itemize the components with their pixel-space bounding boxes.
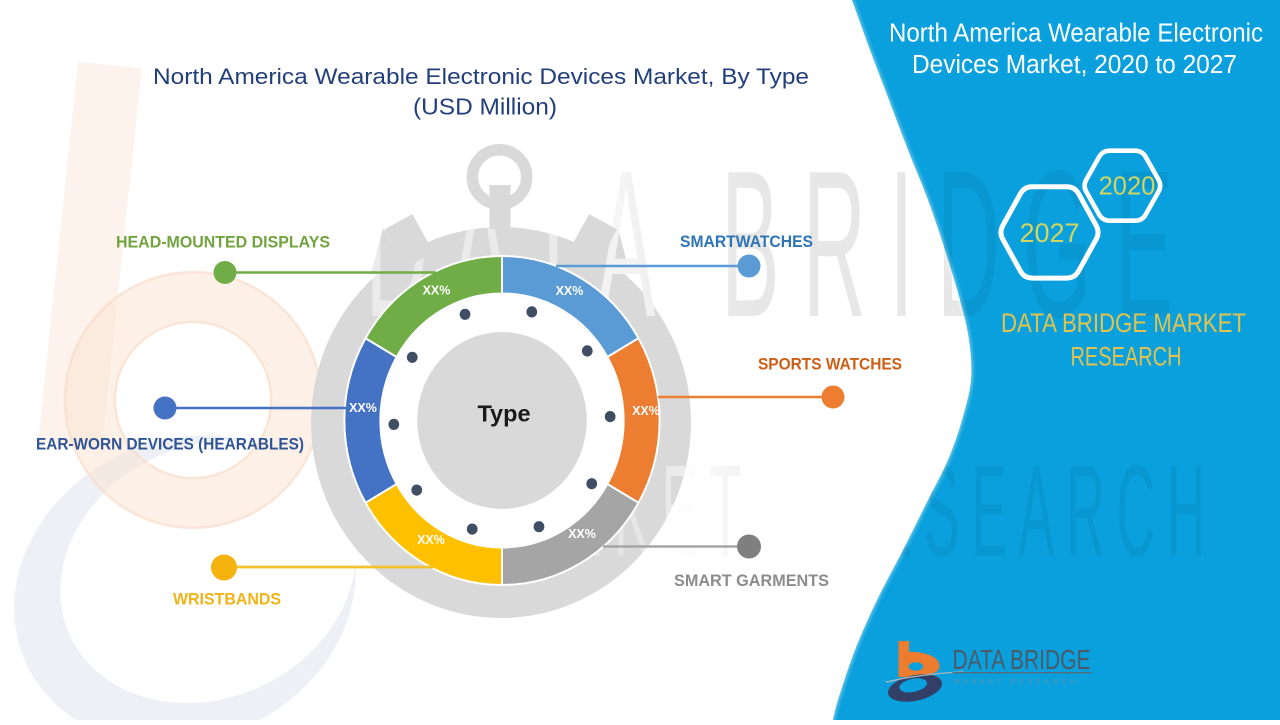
svg-text:DATA BRIDGE: DATA BRIDGE	[953, 644, 1091, 675]
svg-text:XX%: XX%	[417, 533, 445, 547]
svg-text:SMARTWATCHES: SMARTWATCHES	[680, 233, 813, 251]
svg-text:EAR-WORN DEVICES (HEARABLES): EAR-WORN DEVICES (HEARABLES)	[36, 436, 304, 454]
svg-text:SPORTS WATCHES: SPORTS WATCHES	[758, 356, 902, 374]
svg-text:MARKET RESEARCH: MARKET RESEARCH	[954, 679, 1079, 686]
svg-text:XX%: XX%	[556, 284, 584, 298]
svg-text:2027: 2027	[1019, 218, 1079, 248]
svg-text:(USD Million): (USD Million)	[413, 94, 557, 120]
svg-text:WRISTBANDS: WRISTBANDS	[173, 591, 281, 609]
svg-text:XX%: XX%	[349, 401, 377, 415]
svg-text:SMART GARMENTS: SMART GARMENTS	[674, 572, 829, 590]
svg-text:XX%: XX%	[568, 527, 596, 541]
svg-text:Type: Type	[477, 401, 530, 427]
svg-text:North America Wearable Electro: North America Wearable Electronic	[889, 20, 1263, 48]
svg-text:Devices Market, 2020 to 2027: Devices Market, 2020 to 2027	[912, 51, 1237, 79]
svg-text:RESEARCH: RESEARCH	[1071, 342, 1182, 372]
svg-text:2020: 2020	[1099, 173, 1156, 201]
svg-text:HEAD-MOUNTED DISPLAYS: HEAD-MOUNTED DISPLAYS	[116, 234, 330, 252]
svg-text:XX%: XX%	[423, 284, 451, 298]
svg-text:DATA BRIDGE MARKET: DATA BRIDGE MARKET	[1001, 308, 1246, 338]
svg-text:XX%: XX%	[632, 404, 660, 418]
svg-text:North America Wearable Electro: North America Wearable Electronic Device…	[153, 64, 809, 89]
